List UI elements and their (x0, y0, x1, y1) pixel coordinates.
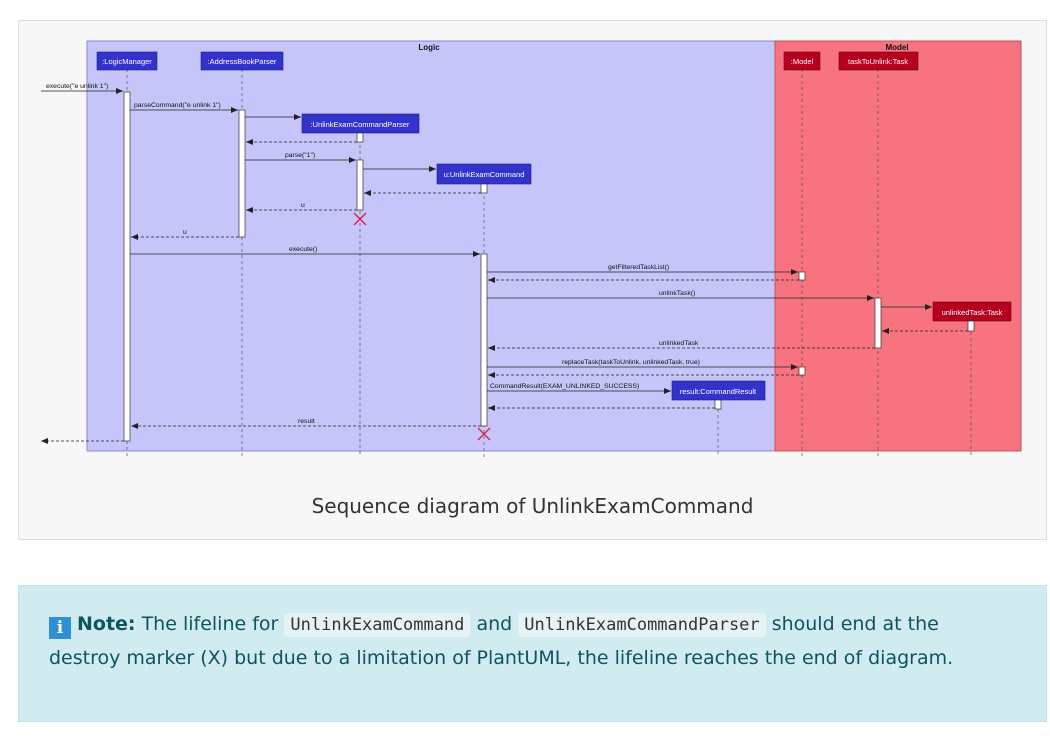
participant-unlink-exam-command-parser-label: :UnlinkExamCommandParser (311, 120, 410, 129)
note-and: and (476, 613, 513, 635)
participant-task-to-unlink-label: taskToUnlink:Task (848, 57, 908, 66)
code-unlink-exam-command: UnlinkExamCommand (284, 613, 471, 637)
diagram-figure: Logic Model :LogicManager :AddressBookPa… (18, 20, 1047, 540)
participant-logic-manager-label: :LogicManager (102, 57, 152, 66)
activation-unlinked-task (967, 320, 975, 332)
message-label-execute-in: execute("e unlink 1") (46, 83, 108, 90)
diagram-area: Logic Model :LogicManager :AddressBookPa… (19, 21, 1046, 474)
message-label-result: result (298, 418, 315, 425)
activation-model-1 (798, 271, 806, 281)
note-box: i Note: The lifeline for UnlinkExamComman… (18, 585, 1047, 722)
destroy-marker-command (477, 427, 491, 441)
participant-unlink-exam-command-label: u:UnlinkExamCommand (444, 170, 525, 179)
participant-logic-manager (96, 51, 158, 71)
activation-command-1 (480, 183, 488, 194)
note-label: Note: (77, 613, 136, 635)
message-label-unlinked-task: unlinkedTask (659, 340, 699, 347)
participant-model (783, 51, 821, 71)
message-label-replace-task: replaceTask(taskToUnlink, unlinkedTask, … (562, 359, 700, 366)
activation-task-to-unlink (874, 297, 882, 349)
participant-task-to-unlink (838, 51, 919, 71)
message-label-execute: execute() (289, 246, 317, 253)
participant-address-book-parser (200, 51, 284, 71)
sequence-diagram: Logic Model :LogicManager :AddressBookPa… (41, 40, 1022, 457)
message-label-parse-command: parseCommand("e unlink 1") (134, 102, 221, 109)
note-text-2: should end at the destroy marker (X) but… (49, 613, 954, 669)
code-unlink-exam-command-parser: UnlinkExamCommandParser (518, 613, 766, 637)
message-label-unlink-task: unlinkTask() (659, 290, 695, 297)
participant-address-book-parser-label: :AddressBookParser (208, 57, 277, 66)
activation-model-2 (798, 366, 806, 376)
activation-parser-2 (356, 159, 364, 211)
participant-unlinked-task-label: unlinkedTask:Task (942, 308, 1003, 317)
activation-logic-manager (123, 91, 131, 442)
activation-command-2 (480, 253, 488, 427)
logic-box-title: Logic (418, 43, 440, 52)
activation-command-result (714, 399, 722, 410)
model-box-title: Model (885, 43, 908, 52)
participant-command-result-label: result:CommandResult (680, 387, 757, 396)
participant-model-label: :Model (791, 57, 814, 66)
info-icon: i (49, 617, 71, 639)
destroy-marker-parser (353, 212, 367, 226)
message-label-u-1: u (301, 202, 305, 209)
activation-address-book-parser (238, 109, 246, 238)
message-label-get-filtered-task-list: getFilteredTaskList() (608, 264, 669, 271)
logic-box (86, 40, 776, 452)
figure-caption: Sequence diagram of UnlinkExamCommand (19, 473, 1046, 539)
activation-parser-1 (356, 132, 364, 143)
message-label-parse: parse("1") (285, 152, 315, 159)
note-text-1: The lifeline for (141, 613, 279, 635)
message-label-command-result: CommandResult(EXAM_UNLINKED_SUCCESS) (490, 383, 639, 390)
message-label-u-2: u (183, 229, 187, 236)
model-box (774, 40, 1022, 452)
